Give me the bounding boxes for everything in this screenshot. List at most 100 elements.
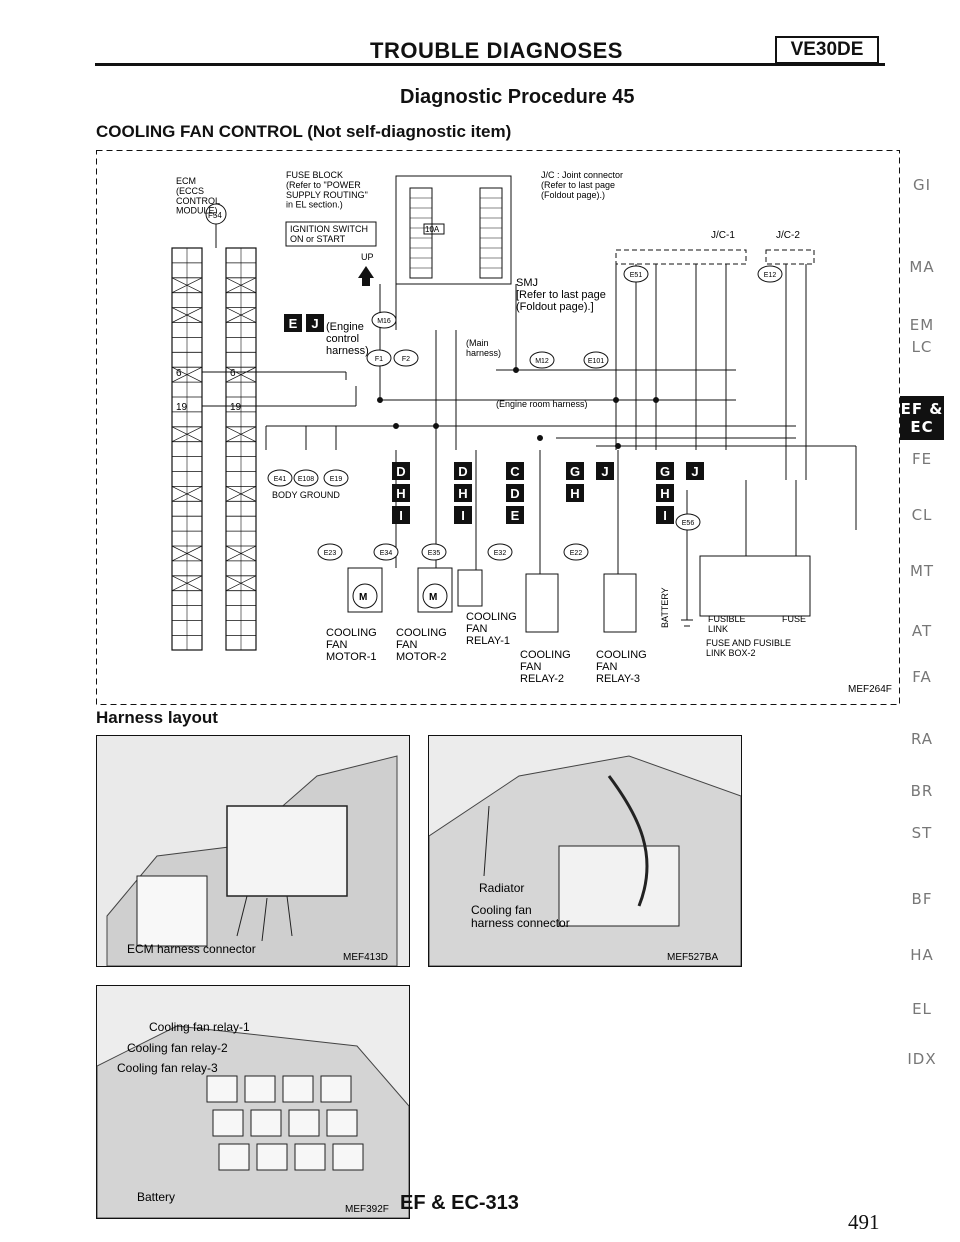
side-tab-at[interactable]: AT	[911, 622, 933, 640]
letter-badge: D	[392, 462, 410, 480]
letter-badge: D	[454, 462, 472, 480]
letter-badge: E	[506, 506, 524, 524]
side-tab-efec[interactable]: EF &EC	[900, 396, 944, 440]
jc-2-label: J/C-2	[776, 230, 800, 241]
harness-layout-title: Harness layout	[96, 708, 218, 727]
engine-room-harness-label: (Engine room harness)	[496, 399, 588, 409]
relay-photo: Cooling fan relay-1 Cooling fan relay-2 …	[96, 985, 410, 1219]
relay-box	[206, 1075, 238, 1103]
svg-text:M16: M16	[377, 318, 391, 325]
svg-text:E51: E51	[630, 272, 643, 279]
cooling-fan-relay-2-callout: Cooling fan relay-2	[127, 1041, 228, 1055]
relay-box	[250, 1109, 282, 1137]
side-tab-ra[interactable]: RA	[910, 730, 934, 748]
connector-e23: E23	[317, 543, 343, 561]
connector-e34: E34	[373, 543, 399, 561]
svg-text:E32: E32	[494, 550, 507, 557]
relay-box	[288, 1109, 320, 1137]
letter-badge: H	[656, 484, 674, 502]
side-tab-cl[interactable]: CL	[911, 506, 933, 524]
side-tab-fe[interactable]: FE	[911, 450, 933, 468]
ecm-photo-figure-id: MEF413D	[343, 952, 388, 963]
letter-badge: G	[566, 462, 584, 480]
svg-text:I: I	[399, 508, 403, 523]
svg-text:C: C	[510, 464, 520, 479]
letter-badge: I	[454, 506, 472, 524]
svg-text:F1: F1	[375, 356, 383, 363]
svg-text:E22: E22	[570, 550, 583, 557]
letter-badge: I	[656, 506, 674, 524]
connector-f1: F1	[366, 349, 392, 367]
cooling-fan-relay-3-callout: Cooling fan relay-3	[117, 1061, 218, 1075]
svg-text:H: H	[458, 486, 467, 501]
connector-e12: E12	[757, 265, 783, 283]
letter-badge: E	[284, 314, 302, 332]
connector-e51: E51	[623, 265, 649, 283]
side-tab-idx[interactable]: IDX	[907, 1050, 937, 1068]
svg-text:M: M	[359, 592, 367, 603]
ecm-connector: F54	[208, 211, 222, 220]
svg-text:E35: E35	[428, 550, 441, 557]
ecm-harness-photo: ECM harness connector MEF413D	[96, 735, 410, 967]
pin-6-left: 6	[176, 368, 182, 379]
side-tab-lc[interactable]: LC	[911, 338, 933, 356]
svg-text:M: M	[429, 592, 437, 603]
jc-note: J/C : Joint connector(Refer to last page…	[541, 170, 623, 200]
side-tab-bf[interactable]: BF	[911, 890, 933, 908]
side-tab-ma[interactable]: MA	[909, 258, 935, 276]
footer-page-number: 491	[848, 1210, 880, 1234]
letter-badge: C	[506, 462, 524, 480]
svg-text:H: H	[660, 486, 669, 501]
radiator-photo-figure-id: MEF527BA	[667, 952, 718, 963]
svg-text:J: J	[601, 464, 608, 479]
section-title: COOLING FAN CONTROL (Not self-diagnostic…	[96, 122, 512, 141]
svg-text:E23: E23	[324, 550, 337, 557]
svg-text:E12: E12	[764, 272, 777, 279]
side-tab-el[interactable]: EL	[912, 1000, 932, 1018]
diagram-figure-id: MEF264F	[848, 684, 892, 695]
battery-callout: Battery	[137, 1190, 175, 1204]
svg-text:E41: E41	[274, 476, 287, 483]
svg-text:E34: E34	[380, 550, 393, 557]
svg-text:D: D	[510, 486, 519, 501]
svg-text:E19: E19	[330, 476, 343, 483]
relay-box	[282, 1075, 314, 1103]
relay-box	[212, 1109, 244, 1137]
letter-badge: D	[506, 484, 524, 502]
svg-text:I: I	[461, 508, 465, 523]
connector-e35: E35	[421, 543, 447, 561]
side-tab-mt[interactable]: MT	[909, 562, 935, 580]
relay-box	[294, 1143, 326, 1171]
side-tab-gi[interactable]: GI	[912, 176, 932, 194]
cooling-fan-relay-1-callout: Cooling fan relay-1	[149, 1020, 250, 1034]
side-tab-st[interactable]: ST	[911, 824, 933, 842]
smj-note: SMJ[Refer to last page(Foldout page).]	[516, 277, 606, 313]
svg-text:E101: E101	[588, 358, 604, 365]
svg-text:F2: F2	[402, 356, 410, 363]
side-tab-ha[interactable]: HA	[910, 946, 934, 964]
battery: BATTERY	[660, 587, 693, 628]
battery-label: BATTERY	[660, 587, 670, 628]
svg-text:E108: E108	[298, 476, 314, 483]
procedure-title: Diagnostic Procedure 45	[400, 86, 635, 108]
svg-text:G: G	[660, 464, 670, 479]
connector-e56: E56	[675, 513, 701, 531]
side-tab-em[interactable]: EM	[909, 316, 935, 334]
side-tab-br[interactable]: BR	[910, 782, 934, 800]
svg-text:I: I	[663, 508, 667, 523]
side-tab-fa[interactable]: FA	[912, 668, 932, 686]
svg-text:G: G	[570, 464, 580, 479]
fuse-label: FUSE	[782, 614, 806, 624]
